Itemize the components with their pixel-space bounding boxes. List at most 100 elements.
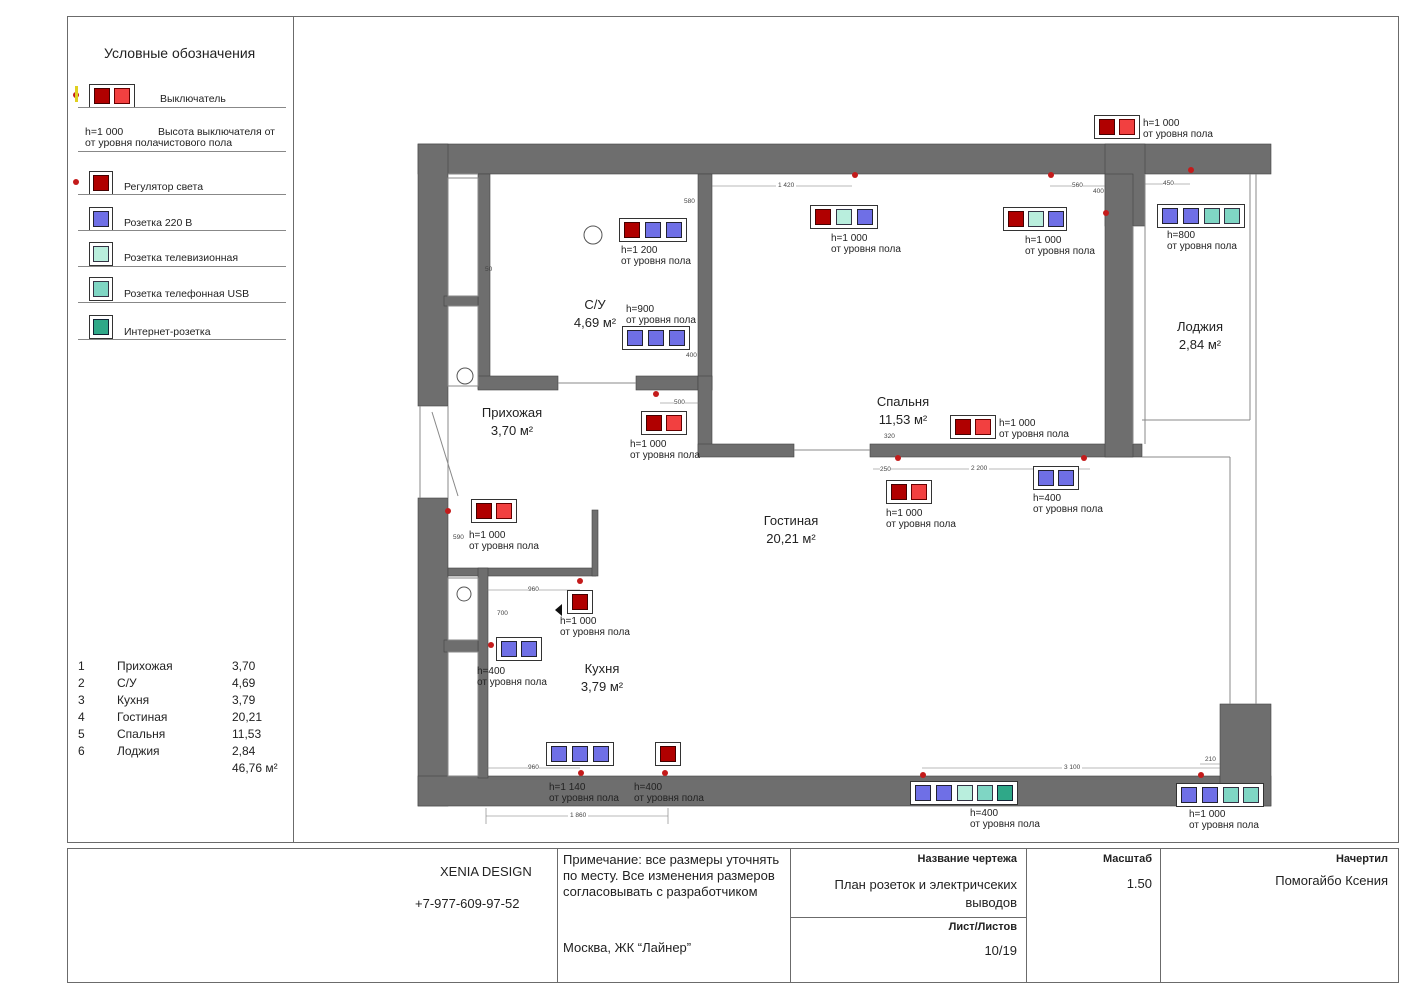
- internet-socket-symbol: [89, 315, 113, 339]
- dim-label: 210: [1205, 756, 1216, 763]
- sheet-number: 10/19: [984, 943, 1017, 958]
- usb-socket-icon: [1223, 787, 1239, 803]
- socket-220-icon: [572, 746, 588, 762]
- drawn-by: Помогайбо Ксения: [1275, 873, 1388, 888]
- note-height: h=800: [1167, 230, 1196, 241]
- dimmer-icon: [572, 594, 588, 610]
- socket-220-icon: [1048, 211, 1064, 227]
- usb-socket-icon: [93, 281, 109, 297]
- dim-label: 590: [453, 534, 464, 541]
- socket-220-icon: [669, 330, 685, 346]
- drawn-by-label: Начертил: [1335, 853, 1388, 865]
- usb-socket-icon: [1224, 208, 1240, 224]
- dim-label: 960: [528, 764, 539, 771]
- area-row-value: 3,70: [232, 659, 256, 673]
- legend-divider-line: [78, 339, 286, 340]
- legend-tv-label: Розетка телевизионная: [124, 252, 239, 264]
- note-height: h=1 200: [621, 245, 658, 256]
- outlet-point-icon: [852, 172, 858, 178]
- note-floor: от уровня пола: [634, 793, 704, 804]
- su-socket-block: [619, 218, 687, 242]
- living-socket-pair: [1033, 466, 1079, 490]
- socket-220-icon: [521, 641, 537, 657]
- note-floor: от уровня пола: [477, 677, 547, 688]
- dim-label: 2 200: [969, 465, 990, 472]
- title-block-frame: [67, 848, 1399, 983]
- room-area: 4,69 м²: [573, 315, 617, 330]
- note-floor: от уровня пола: [469, 541, 539, 552]
- dimmer-point-icon: [73, 179, 79, 185]
- area-row-value: 20,21: [232, 710, 263, 724]
- outlet-point-icon: [653, 391, 659, 397]
- socket-220-icon: [593, 746, 609, 762]
- outlet-point-icon: [577, 578, 583, 584]
- socket-220-icon: [915, 785, 931, 801]
- tb-divider: [1026, 848, 1027, 983]
- kitchen-socket-pair: [496, 637, 542, 661]
- bedroom-door-switch: [950, 415, 996, 439]
- tb-divider: [1160, 848, 1161, 983]
- internet-socket-icon: [997, 785, 1013, 801]
- dim-label: 3 100: [1062, 764, 1083, 771]
- area-row-number: 2: [78, 676, 85, 690]
- note-floor: от уровня пола: [1025, 246, 1095, 257]
- bedroom-socket-block-2: [1003, 207, 1067, 231]
- note-floor: от уровня пола: [560, 627, 630, 638]
- floor-plan: [417, 143, 1272, 824]
- note-floor: от уровня пола: [1189, 820, 1259, 831]
- room-bedroom: Спальня 11,53 м²: [858, 393, 948, 429]
- usb-socket-icon: [1243, 787, 1259, 803]
- outlet-point-icon: [920, 772, 926, 778]
- outlet-point-icon: [1188, 167, 1194, 173]
- note-height: h=1 140: [549, 782, 586, 793]
- dim-label: 960: [528, 586, 539, 593]
- legend-height-text-line1: Высота выключателя от: [158, 126, 275, 138]
- legend-title: Условные обозначения: [104, 45, 256, 61]
- dim-label: 400: [1093, 188, 1104, 195]
- legend-divider-line: [78, 107, 286, 108]
- tv-socket-icon: [93, 246, 109, 262]
- legend-height-text: Высота выключателя от чистового пола: [158, 127, 275, 149]
- socket-220-icon: [1183, 208, 1199, 224]
- note-floor: от уровня пола: [549, 793, 619, 804]
- living-switch-block: [886, 480, 932, 504]
- note-height: h=1 000: [469, 530, 506, 541]
- socket-220-icon: [857, 209, 873, 225]
- dim-label: 560: [1072, 182, 1083, 189]
- note-height: h=1 000: [560, 616, 597, 627]
- room-kitchen: Кухня 3,79 м²: [562, 660, 642, 696]
- drawing-name-label: Название чертежа: [917, 853, 1017, 865]
- socket-220-icon: [645, 222, 661, 238]
- kitchen-appliance-outlet: [655, 742, 681, 766]
- dimmer-icon: [911, 484, 927, 500]
- switch-key-icon: [94, 88, 110, 104]
- room-living: Гостиная 20,21 м²: [746, 512, 836, 548]
- socket-220-icon: [1058, 470, 1074, 486]
- switch-key-icon: [955, 419, 971, 435]
- note-floor: от уровня пола: [999, 429, 1069, 440]
- dim-label: 1 860: [568, 812, 589, 819]
- sheet-label: Лист/Листов: [948, 921, 1017, 933]
- hall-entry-switch: [471, 499, 517, 523]
- room-su: С/У 4,69 м²: [560, 296, 630, 332]
- room-loggia: Лоджия 2,84 м²: [1160, 318, 1240, 354]
- socket-220-icon: [666, 222, 682, 238]
- room-area: 3,79 м²: [580, 679, 624, 694]
- outlet-point-icon: [445, 508, 451, 514]
- area-row-number: 6: [78, 744, 85, 758]
- outlet-point-icon: [895, 455, 901, 461]
- switch-key-icon: [646, 415, 662, 431]
- socket-220-icon: [1038, 470, 1054, 486]
- legend-usb-label: Розетка телефонная USB: [124, 288, 250, 300]
- switch-mount-icon: [75, 86, 78, 102]
- switch-key-icon: [496, 503, 512, 519]
- usb-socket-symbol: [89, 277, 113, 301]
